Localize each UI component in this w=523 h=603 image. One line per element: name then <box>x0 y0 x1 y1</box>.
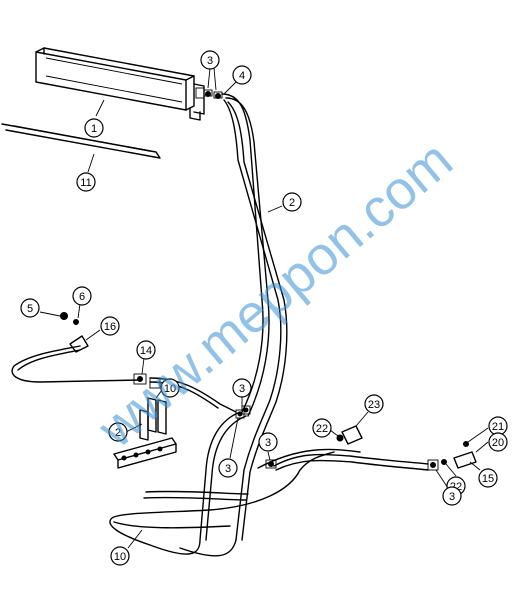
svg-text:3: 3 <box>239 383 245 395</box>
svg-text:3: 3 <box>225 463 231 475</box>
lower-hose-fitting <box>265 459 277 469</box>
callout-15: 15 <box>478 468 498 488</box>
callout-10a: 10 <box>160 378 180 398</box>
callout-3c: 3 <box>218 458 238 478</box>
callout-2a: 2 <box>282 192 302 212</box>
mounting-strip <box>1 123 161 159</box>
svg-text:15: 15 <box>482 473 494 485</box>
valve-block <box>113 373 177 469</box>
callout-10b: 10 <box>110 546 130 566</box>
callout-23: 23 <box>364 394 384 414</box>
watermark-text: www.meppon.com <box>86 130 463 460</box>
oil-cooler <box>35 47 205 121</box>
callout-1: 1 <box>84 118 104 138</box>
callout-11: 11 <box>76 172 96 192</box>
callout-22a: 22 <box>312 418 332 438</box>
svg-text:1: 1 <box>91 123 97 135</box>
svg-text:20: 20 <box>492 437 504 449</box>
mid-fittings <box>235 405 251 419</box>
svg-text:3: 3 <box>449 491 455 503</box>
callout-16: 16 <box>100 316 120 336</box>
svg-text:3: 3 <box>207 55 213 67</box>
right-hose-assembly <box>273 425 477 471</box>
svg-text:4: 4 <box>239 70 245 82</box>
svg-text:6: 6 <box>79 291 85 303</box>
svg-text:23: 23 <box>368 399 380 411</box>
callout-5: 5 <box>20 298 40 318</box>
svg-text:14: 14 <box>140 345 152 357</box>
svg-text:22: 22 <box>316 423 328 435</box>
callout-20: 20 <box>488 432 508 452</box>
svg-text:2: 2 <box>115 427 121 439</box>
callout-14: 14 <box>136 340 156 360</box>
svg-text:11: 11 <box>80 177 91 189</box>
callout-3b: 3 <box>232 378 252 398</box>
leader-lines <box>39 67 489 549</box>
callout-2b: 2 <box>108 422 128 442</box>
callout-4: 4 <box>232 65 252 85</box>
callout-3a: 3 <box>200 50 220 70</box>
cooler-fittings <box>203 89 223 99</box>
svg-text:10: 10 <box>164 383 176 395</box>
svg-text:16: 16 <box>104 321 116 333</box>
svg-text:2: 2 <box>289 197 295 209</box>
svg-text:5: 5 <box>27 303 33 315</box>
svg-text:21: 21 <box>492 421 504 433</box>
callout-3e: 3 <box>442 486 462 506</box>
callout-6: 6 <box>72 286 92 306</box>
callout-21: 21 <box>488 416 508 436</box>
svg-text:3: 3 <box>265 437 271 449</box>
svg-text:10: 10 <box>114 551 126 563</box>
callout-3d: 3 <box>258 432 278 452</box>
